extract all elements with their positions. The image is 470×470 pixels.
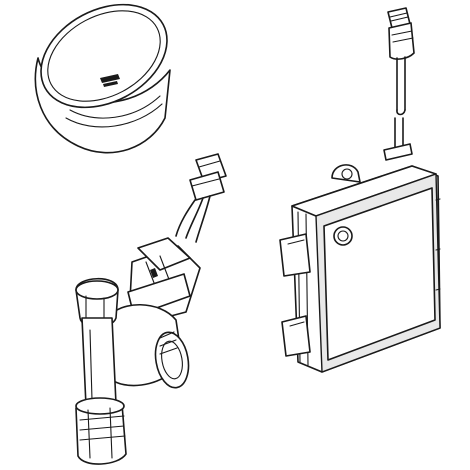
solenoid-valve-icon	[75, 237, 201, 465]
round-sensor-cap-icon	[34, 3, 171, 154]
electronics-housing-icon	[279, 143, 441, 373]
plug-connector-icon	[175, 153, 227, 243]
sensor-cable-icon	[387, 7, 415, 151]
logo-mark-icon	[100, 74, 120, 87]
